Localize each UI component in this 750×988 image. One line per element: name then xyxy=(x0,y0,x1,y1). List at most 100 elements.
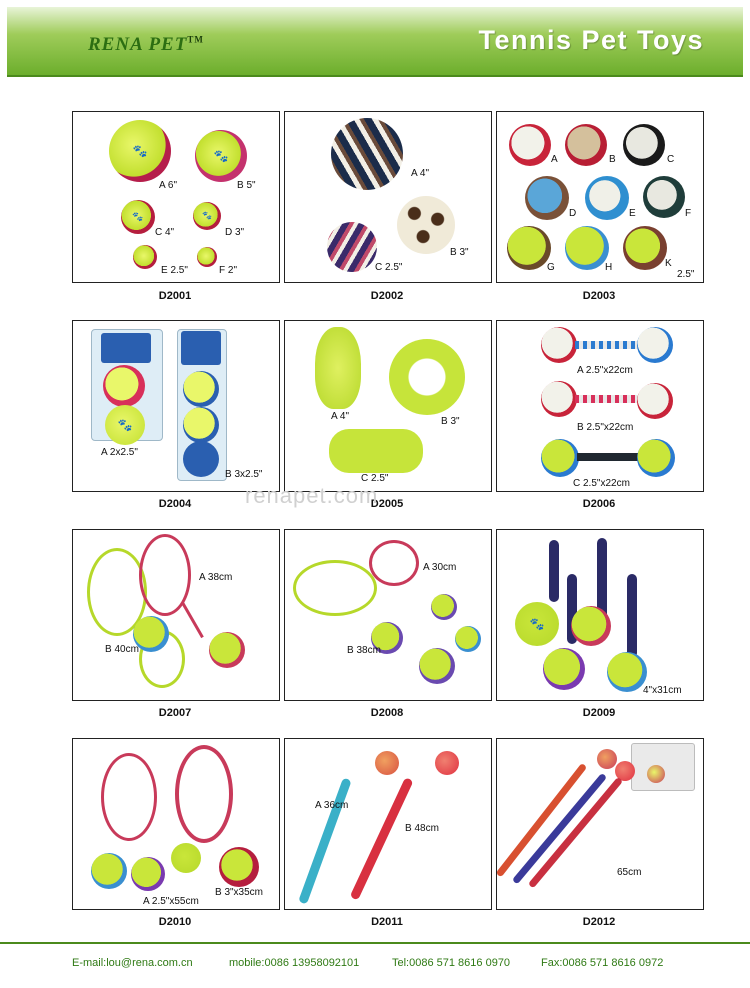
tennis-ball-icon xyxy=(183,371,219,407)
size-label: B 5" xyxy=(237,180,256,191)
header-divider xyxy=(7,75,743,77)
size-label: A 36cm xyxy=(315,800,349,811)
brand-logo: RENA PETTM xyxy=(88,34,204,56)
product-panel-d2004: 🐾 A 2x2.5" B 3x2.5" xyxy=(72,320,280,492)
print-ball-icon xyxy=(331,118,403,190)
rope-icon xyxy=(577,453,639,461)
size-label: A 2x2.5" xyxy=(101,447,138,458)
rope-icon xyxy=(575,395,641,403)
variant-label: G xyxy=(547,262,555,273)
size-label: F 2" xyxy=(219,265,237,276)
size-label: B 3" xyxy=(450,247,469,258)
dumbbell-ball-icon xyxy=(541,439,579,477)
size-label: C 2.5"x22cm xyxy=(573,478,630,489)
tennis-ball-icon xyxy=(209,632,245,668)
tennis-ball-icon: 🐾 xyxy=(195,130,247,182)
paw-icon: 🐾 xyxy=(213,149,229,163)
product-panel-d2005: A 4" B 3" C 2.5" xyxy=(284,320,492,492)
product-code: D2004 xyxy=(158,498,192,510)
footer-tel: Tel:0086 571 8616 0970 xyxy=(392,957,511,969)
tennis-ball-icon xyxy=(91,853,127,889)
size-label: D 3" xyxy=(225,227,245,238)
product-code: D2005 xyxy=(370,498,404,510)
tennis-ball-icon: 🐾 xyxy=(121,200,155,234)
tennis-ball-icon xyxy=(565,226,609,270)
size-label: B 48cm xyxy=(405,823,439,834)
tennis-ball-icon xyxy=(509,124,551,166)
product-panel-d2007: A 38cm B 40cm xyxy=(72,529,280,701)
product-panel-d2003: A B C D E F G H K 2.5" xyxy=(496,111,704,283)
tennis-ball-icon xyxy=(507,226,551,270)
package-label xyxy=(181,331,221,365)
tennis-ball-icon xyxy=(103,365,145,407)
size-label: E 2.5" xyxy=(161,265,188,276)
tennis-ball-icon xyxy=(623,124,665,166)
tennis-ball-icon: 🐾 xyxy=(193,202,221,230)
size-label: C 2.5" xyxy=(361,473,389,484)
size-label: B 38cm xyxy=(347,645,381,656)
footer-fax: Fax:0086 571 8616 0972 xyxy=(541,957,664,969)
size-label: B 40cm xyxy=(105,644,139,655)
variant-label: C xyxy=(667,154,675,165)
dumbbell-ball-icon xyxy=(541,381,577,417)
size-label: B 2.5"x22cm xyxy=(577,422,634,433)
rope-loop-icon xyxy=(101,753,157,841)
size-label: 4"x31cm xyxy=(643,685,682,696)
tennis-ball-icon xyxy=(543,648,585,690)
thrower-icon xyxy=(349,777,414,901)
tennis-ball-icon: 🐾 xyxy=(515,602,559,646)
strap-icon xyxy=(597,538,607,622)
product-panel-d2008: A 30cm B 38cm xyxy=(284,529,492,701)
size-label: B 3" xyxy=(441,416,460,427)
paw-icon: 🐾 xyxy=(529,617,545,631)
product-code: D2001 xyxy=(158,290,192,302)
size-label: C 2.5" xyxy=(375,262,403,273)
tennis-ball-icon xyxy=(431,594,457,620)
tennis-ball-icon xyxy=(419,648,455,684)
tennis-ball-icon xyxy=(455,626,481,652)
watermark: renapet.com xyxy=(245,483,379,508)
variant-label: A xyxy=(551,154,558,165)
kong-toy-icon xyxy=(315,327,361,409)
size-label: A 4" xyxy=(411,168,430,179)
tennis-ball-icon xyxy=(643,176,685,218)
product-panel-d2001: 🐾 🐾 🐾 🐾 A 6" B 5" C 4" D 3" E 2.5" F 2" xyxy=(72,111,280,283)
size-label: 65cm xyxy=(617,867,642,878)
product-code: D2006 xyxy=(582,498,616,510)
dumbbell-ball-icon xyxy=(637,383,673,419)
product-code: D2002 xyxy=(370,290,404,302)
size-label: 2.5" xyxy=(677,269,695,280)
ring-toy-icon xyxy=(389,339,465,415)
ball-icon xyxy=(435,751,459,775)
variant-label: E xyxy=(629,208,636,219)
paw-icon: 🐾 xyxy=(132,144,148,158)
header-banner xyxy=(7,7,743,75)
variant-label: H xyxy=(605,262,613,273)
ball-icon xyxy=(375,751,399,775)
product-panel-d2006: A 2.5"x22cm B 2.5"x22cm C 2.5"x22cm xyxy=(496,320,704,492)
paw-icon: 🐾 xyxy=(132,211,144,222)
footer-divider xyxy=(0,942,750,944)
thrower-icon xyxy=(527,776,624,889)
strap-icon xyxy=(567,574,577,644)
tennis-ball-icon xyxy=(623,226,667,270)
tennis-ball-icon xyxy=(585,176,629,220)
rope-loop-icon xyxy=(293,560,377,616)
page-title: Tennis Pet Toys xyxy=(478,25,704,55)
strap-icon xyxy=(549,540,559,602)
size-label: A 30cm xyxy=(423,562,457,573)
product-code: D2009 xyxy=(582,707,616,719)
size-label: A 4" xyxy=(331,411,350,422)
thrower-icon xyxy=(298,777,352,905)
tennis-ball-icon xyxy=(133,245,157,269)
size-label: B 3"x35cm xyxy=(215,887,264,898)
tennis-ball-icon: 🐾 xyxy=(109,120,171,182)
paw-icon: 🐾 xyxy=(117,418,133,432)
rope-loop-icon xyxy=(369,540,419,586)
rope-loop-icon xyxy=(175,745,233,843)
size-label: A 2.5"x22cm xyxy=(577,365,633,376)
variant-label: F xyxy=(685,208,692,219)
product-panel-d2012: 65cm xyxy=(496,738,704,910)
dumbbell-ball-icon xyxy=(637,439,675,477)
ball-icon xyxy=(615,761,635,781)
